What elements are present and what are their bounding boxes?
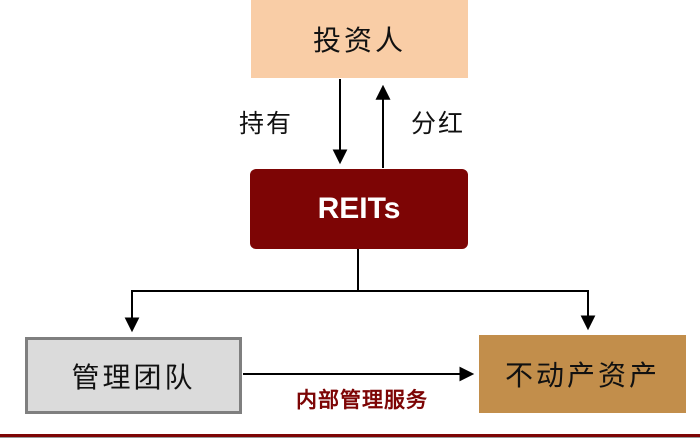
node-management-team-label: 管理团队 xyxy=(71,362,196,394)
node-investors: 投资人 xyxy=(251,0,468,78)
node-real-estate-assets-label: 不动产资产 xyxy=(504,361,660,392)
edge-label-internal-service: 内部管理服务 xyxy=(296,388,428,412)
node-management-team: 管理团队 xyxy=(25,337,242,414)
edge-label-dividend: 分红 xyxy=(410,111,465,138)
footer-rule xyxy=(0,434,700,438)
edge-label-hold: 持有 xyxy=(238,111,293,138)
node-reits: REITs xyxy=(250,169,468,249)
node-reits-label: REITs xyxy=(317,192,401,225)
node-investors-label: 投资人 xyxy=(312,26,406,57)
node-real-estate-assets: 不动产资产 xyxy=(479,335,686,413)
